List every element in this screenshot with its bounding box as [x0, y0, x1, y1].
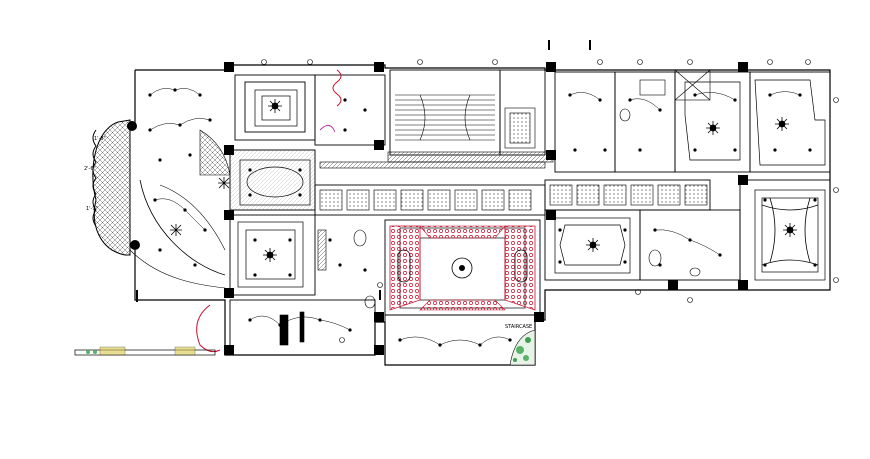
grid-marker-icon	[637, 59, 643, 65]
grid-marker-icon	[417, 59, 423, 65]
column-icon	[546, 62, 556, 72]
chandelier-icon	[586, 238, 600, 252]
grid-marker-icon	[339, 337, 345, 343]
column-icon	[374, 140, 384, 150]
grid-marker-icon	[687, 297, 693, 303]
grid-marker-icon	[377, 282, 383, 288]
column-icon	[224, 145, 234, 155]
grid-marker-icon	[833, 97, 839, 103]
grid-marker-icon	[307, 59, 313, 65]
column-icon	[738, 62, 748, 72]
room-walls	[229, 69, 831, 366]
fan-icon	[170, 224, 182, 236]
grid-marker-icon	[833, 277, 839, 283]
wiring-arcs	[149, 88, 801, 346]
grid-marker-icon	[833, 187, 839, 193]
grid-marker-icon	[635, 289, 641, 295]
entry-strip	[74, 346, 216, 356]
column-icon	[738, 280, 748, 290]
column-icon	[546, 150, 556, 160]
grid-ticks	[136, 40, 591, 302]
fan-icon	[218, 177, 230, 189]
chandelier-icons	[170, 99, 819, 266]
chandelier-icon	[268, 99, 282, 113]
left-curved-bay	[92, 119, 231, 289]
column-icon	[546, 210, 556, 220]
column-icon	[374, 345, 384, 355]
stair-note-label: STAIRCASE	[505, 324, 532, 330]
grid-marker-icon	[261, 59, 267, 65]
column-icon	[374, 62, 384, 72]
garden-patch	[509, 329, 536, 366]
bath-fixtures	[279, 69, 711, 346]
chandelier-icon	[775, 117, 789, 131]
chandelier-icon	[263, 248, 277, 262]
grid-marker-icon	[767, 59, 773, 65]
grid-marker-icon	[805, 59, 811, 65]
grid-marker-icon	[687, 59, 693, 65]
grid-markers	[261, 59, 839, 343]
dim-label-3: 1'-9"	[86, 206, 98, 212]
dim-label-2: 2'-6"	[84, 166, 96, 172]
corridor-panels	[229, 149, 708, 211]
column-icon	[224, 288, 234, 298]
column-icon	[224, 210, 234, 220]
red-ornamental-ceiling	[196, 69, 536, 353]
staircase	[387, 94, 554, 163]
column-icon	[738, 175, 748, 185]
chandelier-icon	[783, 223, 797, 237]
dim-label-1: 1'-3"	[94, 136, 106, 142]
grid-marker-icon	[597, 59, 603, 65]
column-icon	[374, 312, 384, 322]
column-icons	[224, 62, 748, 355]
chandelier-icon	[706, 121, 720, 135]
column-icon	[668, 280, 678, 290]
column-icon	[534, 312, 544, 322]
column-icon	[224, 345, 234, 355]
column-icon	[224, 62, 234, 72]
grid-marker-icon	[492, 59, 498, 65]
